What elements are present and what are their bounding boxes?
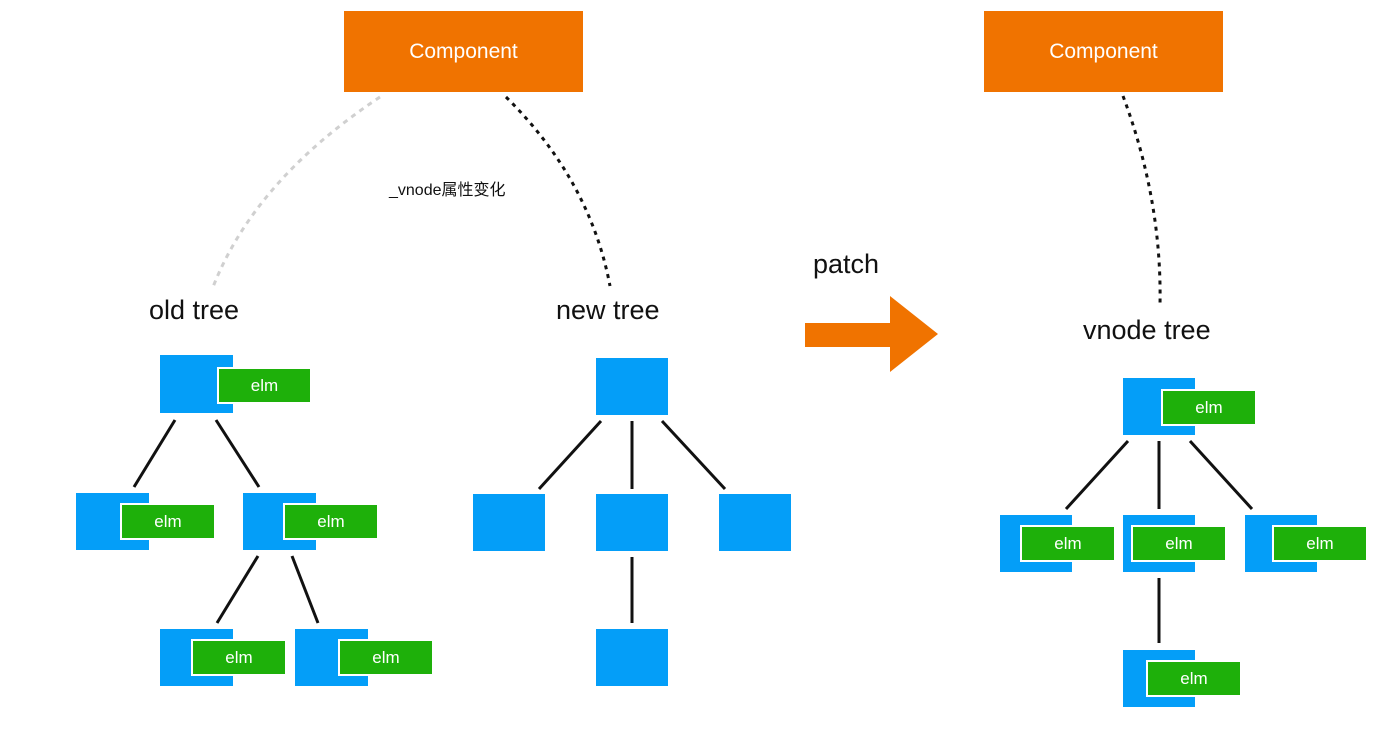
vnode-node-grandchild-elm: elm (1146, 660, 1242, 697)
new-tree-link (504, 95, 612, 287)
old-tree-label: old tree (149, 295, 240, 325)
patch-arrow-icon (805, 296, 938, 372)
vnode-edge-root-left (1064, 439, 1130, 511)
old-tree-link (211, 95, 381, 288)
vnode-node-child-right-elm: elm (1272, 525, 1368, 562)
old-edge-root-l1left (132, 419, 177, 488)
old-edge-l1right-l2right (290, 555, 320, 624)
component-box-right: Component (984, 11, 1223, 92)
old-edge-root-l1right (214, 419, 261, 488)
vnode-node-child-mid-elm: elm (1131, 525, 1227, 562)
old-node-l1-left-elm: elm (120, 503, 216, 540)
vnode-tree-label: vnode tree (1083, 315, 1211, 345)
new-tree-label: new tree (556, 295, 660, 325)
patch-label: patch (813, 249, 880, 279)
vnode-change-annotation: _vnode属性变化 (389, 182, 506, 199)
old-edge-l1right-l2left (215, 555, 260, 624)
vnode-node-child-left-elm: elm (1020, 525, 1116, 562)
new-node-child-mid (596, 494, 668, 551)
vnode-tree-link (1121, 95, 1162, 306)
component-box-left: Component (344, 11, 583, 92)
vnode-node-root-elm: elm (1161, 389, 1257, 426)
new-node-child-right (719, 494, 791, 551)
old-node-root-elm: elm (217, 367, 312, 404)
new-node-root (596, 358, 668, 415)
old-node-l1-right-elm: elm (283, 503, 379, 540)
old-node-l2-right-elm: elm (338, 639, 434, 676)
new-node-child-left (473, 494, 545, 551)
vnode-edge-root-right (1188, 439, 1254, 511)
new-node-grandchild (596, 629, 668, 686)
old-node-l2-left-elm: elm (191, 639, 287, 676)
new-edge-root-right (660, 419, 727, 491)
new-edge-root-left (537, 419, 603, 491)
